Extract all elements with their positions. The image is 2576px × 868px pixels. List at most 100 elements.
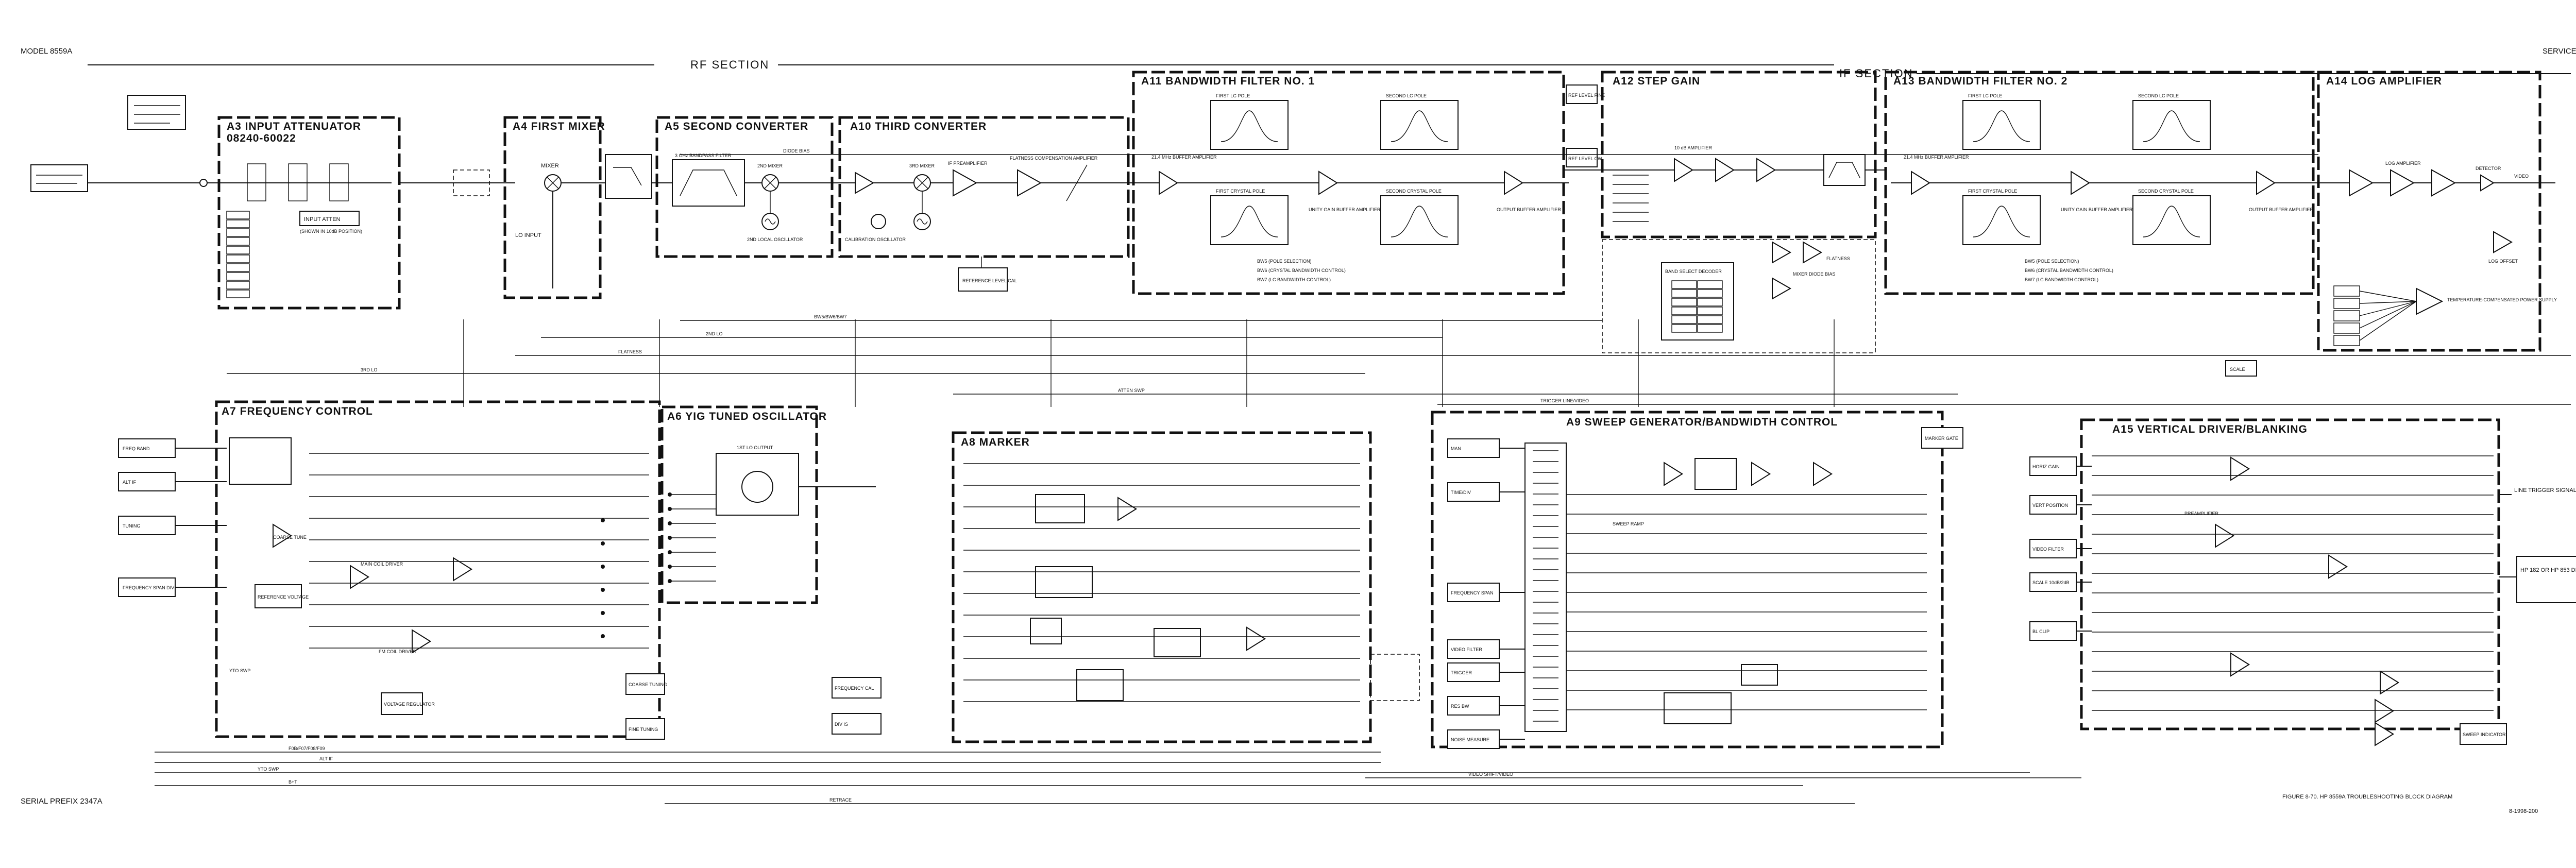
voltage-regulator-label: VOLTAGE REGULATOR [384, 702, 435, 707]
log-control-wire [2359, 301, 2417, 341]
div-is-label: DIV IS [835, 722, 848, 727]
temp-comp-label: TEMPERATURE-COMPENSATED POWER SUPPLY [2447, 297, 2557, 302]
a9-front-control-label: NOISE MEASURE [1451, 737, 1489, 742]
flatness-amplifier [1017, 169, 1042, 197]
bus-label: B+T [289, 779, 297, 785]
first-lo-label: 1ST LO OUTPUT [737, 445, 773, 450]
band-table-cell [1697, 324, 1723, 333]
mixer-label: MIXER [541, 163, 559, 169]
bus-label: ALT IF [319, 756, 333, 761]
sine-glyph [765, 218, 776, 225]
attenuator-step-cell [226, 290, 250, 298]
horizontal-driver [2230, 456, 2250, 481]
band-table-cell [1697, 315, 1723, 324]
junction-dot [601, 634, 605, 638]
attenuator-step-cell [226, 219, 250, 228]
band-table-cell [1697, 289, 1723, 298]
cal-amplifier [855, 172, 875, 194]
frequency-cal-control [832, 677, 882, 699]
output-buffer [2256, 171, 2276, 195]
bw-ctrl2-label-2: BW6 (CRYSTAL BANDWIDTH CONTROL) [2025, 268, 2113, 273]
yig-pin [668, 550, 672, 554]
pin-drivers [1664, 692, 1732, 724]
dfs-logic [1076, 669, 1124, 701]
a14-title: A14 LOG AMPLIFIER [2326, 75, 2442, 87]
attenuator-pad [288, 163, 308, 201]
main-coil-label: MAIN COIL DRIVER [361, 561, 403, 567]
bw-ctrl3-label-2: BW7 (LC BANDWIDTH CONTROL) [2025, 277, 2098, 282]
a15-front-control-label: BL CLIP [2032, 629, 2049, 634]
vertical-driver [2328, 554, 2348, 579]
coarse-tuning-label: COARSE TUNING [629, 682, 667, 687]
model-label: MODEL 8559A [21, 47, 72, 56]
a15-front-control-label: SCALE 10dB/2dB [2032, 580, 2070, 585]
ref-level-fine-control [1566, 84, 1598, 104]
flatness-out-label: FLATNESS [1826, 256, 1850, 261]
blanking-comparator [2230, 652, 2250, 677]
fm-coil-label: FM COIL DRIVER [379, 649, 416, 654]
yig-pin [668, 521, 672, 525]
main-coil-driver [350, 565, 370, 589]
filter-pole-label: SECOND CRYSTAL POLE [1386, 189, 1442, 194]
filter-pole-label: FIRST CRYSTAL POLE [1216, 189, 1265, 194]
reference-voltage-box [255, 584, 302, 608]
filter-pole-box [2132, 100, 2211, 150]
band-table-cell [1671, 315, 1697, 324]
filter-response-curve [1221, 110, 1278, 142]
buffer-amplifier [1159, 171, 1179, 195]
log-control-input [2333, 298, 2360, 309]
bus-label: BW5/BW6/BW7 [814, 314, 847, 319]
a15-front-control [2029, 621, 2077, 641]
band-offset-driver [1803, 241, 1823, 264]
filter-pole-label: SECOND CRYSTAL POLE [2138, 189, 2194, 194]
junction-dot [601, 611, 605, 615]
junction-dot [601, 518, 605, 522]
variable-gain-arrow [1066, 164, 1088, 201]
filter-pole-box [1380, 195, 1459, 245]
auto-scan-time-driver [1035, 566, 1093, 598]
log-amp-stage [2431, 169, 2456, 197]
buffer-amplifier [1911, 171, 1931, 195]
log-control-input [2333, 310, 2360, 321]
attenuator-position-table [226, 211, 250, 298]
unity-gain-buffer [1318, 171, 1338, 195]
a8-internals [963, 463, 1360, 702]
coarse-tune-label: COARSE TUNE [273, 535, 307, 540]
second-mixer-label: 2ND MIXER [757, 163, 783, 168]
band-switch [229, 437, 292, 485]
a9-front-control [1447, 729, 1500, 749]
sweep-indicator-driver [2375, 722, 2395, 746]
log-control-input [2333, 322, 2360, 334]
step-gain-amplifier [1715, 158, 1735, 182]
bus-label: YTO SWP [258, 767, 279, 772]
filter-pole-box [2132, 195, 2211, 245]
video-shift-amp [1246, 626, 1266, 651]
log-control-input [2333, 285, 2360, 297]
yto-swp-label: YTO SWP [229, 668, 250, 673]
a15-vertical-driver-blanking-block [2080, 418, 2500, 730]
front-panel-control [118, 577, 176, 597]
a13-title: A13 BANDWIDTH FILTER NO. 2 [1893, 75, 2067, 87]
yig-pin [668, 536, 672, 540]
reference-level-cal-control [958, 267, 1008, 292]
a11-title: A11 BANDWIDTH FILTER NO. 1 [1141, 75, 1315, 87]
a5-second-converter-block [655, 116, 834, 258]
main-coil-output [453, 557, 473, 582]
band-table-cell [1671, 280, 1697, 289]
flatness-driver [1772, 241, 1792, 264]
front-panel-control [118, 438, 176, 458]
sweep-ramp-label: SWEEP RAMP [1613, 521, 1644, 526]
fine-tuning-label: FINE TUNING [629, 727, 658, 732]
bw-ctrl2-label: BW6 (CRYSTAL BANDWIDTH CONTROL) [1257, 268, 1346, 273]
filter-pole-box [1210, 100, 1289, 150]
attenuator-step-cell [226, 228, 250, 237]
band-select-label: BAND SELECT DECODER [1665, 269, 1722, 274]
bus-label: DIODE BIAS [783, 148, 810, 154]
a9-front-control [1447, 696, 1500, 716]
band-table-cell [1671, 298, 1697, 307]
junction-dot [601, 588, 605, 592]
div-is-indicator [832, 713, 882, 735]
step-gain-amplifier [1674, 158, 1694, 182]
